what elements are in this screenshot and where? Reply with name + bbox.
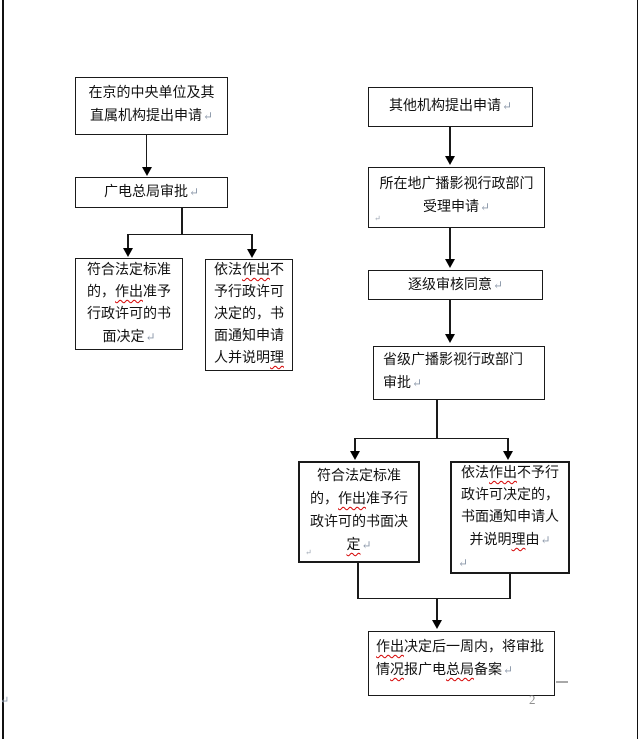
box-text-line: ↵ (452, 552, 568, 575)
box-text-line: 书面通知申请人 (461, 510, 559, 525)
connector-line (357, 563, 359, 598)
spellcheck-underline: 理 (511, 533, 526, 548)
box-text-line: 所在地广播影视行政部门 (379, 177, 534, 192)
flow-box-level-by-level-review: 逐级审核同意↵ (368, 270, 543, 300)
flow-box-reject-decision-left: 依法作出不 予行政许可 决定的，书 面通知申请 人并说明理 (205, 259, 293, 371)
spellcheck-underline: 作出 (242, 263, 270, 278)
box-text-line: 依法作出不 (214, 263, 284, 278)
flow-box-apply-other: 其他机构提出申请↵ (368, 87, 533, 127)
stray-paragraph-mark-icon: ↵ (374, 214, 381, 223)
box-text-line: 广电总局审批↵ (103, 185, 200, 200)
spellcheck-underline: 作出 (115, 285, 143, 300)
connector-line (449, 228, 451, 260)
paragraph-mark-icon: ↵ (361, 538, 372, 552)
spellcheck-underline: 理 (270, 351, 284, 366)
box-text-line: 面通知申请 (214, 329, 284, 344)
arrowhead-down-icon (141, 167, 152, 176)
connector-line (357, 598, 511, 600)
page-border-left (2, 0, 4, 739)
connector-line (127, 234, 129, 249)
paragraph-mark-icon: ↵ (503, 663, 514, 677)
box-text-line: 定↵ (300, 534, 418, 557)
arrowhead-down-icon (445, 259, 455, 268)
arrowhead-down-icon (350, 451, 360, 460)
paragraph-mark-icon: ↵ (458, 556, 469, 570)
connector-line (509, 574, 511, 598)
connector-line (181, 208, 183, 234)
paragraph-mark-icon: ↵ (540, 533, 551, 547)
paragraph-mark-icon: ↵ (501, 99, 513, 113)
box-text-line: 在京的中央单位及其 (88, 86, 215, 101)
spellcheck-underline: 作出 (489, 466, 517, 481)
flow-box-accept-application: 所在地广播影视行政部门 受理申请↵ ↵ (368, 167, 545, 228)
flow-box-report-for-record: 作出决定后一周内，将审批 情况报广电总局备案↵ (368, 631, 555, 696)
flow-box-apply-beijing: 在京的中央单位及其 直属机构提出申请↵ (75, 77, 228, 135)
box-text-line: 的，作出准予行 (310, 492, 408, 507)
connector-line (507, 438, 509, 452)
box-text-line: 予行政许可 (214, 285, 284, 300)
page-border-right (636, 0, 638, 739)
box-text-line: 符合法定标准 (317, 469, 401, 484)
connector-line (251, 234, 253, 250)
page-number: 2 (529, 692, 536, 707)
connector-line (145, 135, 148, 168)
connector-line (354, 438, 356, 452)
flow-box-reject-decision-right: 依法作出不予行 政许可决定的， 书面通知申请人 并说明理由↵ ↵ (450, 461, 570, 574)
box-text-line: 直属机构提出申请↵ (89, 109, 214, 124)
left-margin-return-mark: ↵ (0, 695, 10, 707)
box-text-line: 人并说明理 (214, 351, 284, 366)
connector-line (449, 300, 451, 335)
connector-line (449, 127, 451, 157)
box-text-line: 行政许可的书 (87, 307, 171, 322)
paragraph-mark-icon: ↵ (479, 200, 491, 214)
box-text-line: 符合法定标准 (87, 263, 171, 278)
box-text-line: 逐级审核同意↵ (407, 278, 504, 293)
box-text-line: 受理申请↵ (422, 200, 491, 215)
arrowhead-down-icon (445, 334, 455, 343)
box-text-line: 政许可的书面决 (310, 515, 408, 530)
box-text-line: 其他机构提出申请↵ (388, 99, 513, 114)
spellcheck-underline: 况 (390, 663, 404, 678)
connector-line (436, 400, 438, 438)
arrowhead-down-icon (432, 620, 442, 629)
stray-paragraph-mark-icon: ↵ (305, 548, 312, 557)
spellcheck-underline: 作出 (376, 640, 404, 655)
box-text-line: 审批↵ (383, 376, 423, 391)
box-text-line: 依法作出不予行 (461, 466, 559, 481)
spellcheck-underline: 定 (346, 538, 361, 553)
arrowhead-down-icon (247, 249, 257, 258)
connector-line (127, 234, 253, 236)
flow-box-approve-decision-left: 符合法定标准 的，作出准予 行政许可的书 面决定↵ (75, 258, 183, 350)
connector-line (354, 438, 509, 440)
connector-line (436, 598, 438, 621)
arrowhead-down-icon (445, 156, 455, 165)
flow-box-gdzj-approval: 广电总局审批↵ (75, 177, 228, 208)
box-text-line: 省级广播影视行政部门 (383, 353, 523, 368)
spellcheck-underline: 总局 (446, 663, 474, 678)
footer-tick-line (556, 681, 568, 683)
paragraph-mark-icon: ↵ (492, 278, 504, 292)
spellcheck-underline: 作出 (338, 492, 366, 507)
box-text-line: 的，作出准予 (87, 285, 171, 300)
box-text-line: 情况报广电总局备案↵ (376, 663, 514, 678)
flow-box-approve-decision-right: 符合法定标准 的，作出准予行 政许可的书面决 定↵ ↵ (298, 461, 420, 563)
box-text-line: 作出决定后一周内，将审批 (376, 640, 544, 655)
flow-box-provincial-approval: 省级广播影视行政部门 审批↵ (373, 346, 545, 400)
paragraph-mark-icon: ↵ (145, 330, 156, 344)
paragraph-mark-icon: ↵ (412, 376, 423, 390)
arrowhead-down-icon (503, 451, 513, 460)
arrowhead-down-icon (123, 248, 133, 257)
box-text-line: 政许可决定的， (461, 488, 559, 503)
box-text-line: 面决定↵ (102, 330, 156, 345)
paragraph-mark-icon: ↵ (188, 185, 200, 199)
box-text-line: 并说明理由↵ (469, 533, 551, 548)
paragraph-mark-icon: ↵ (202, 109, 214, 123)
box-text-line: 决定的，书 (214, 307, 284, 322)
